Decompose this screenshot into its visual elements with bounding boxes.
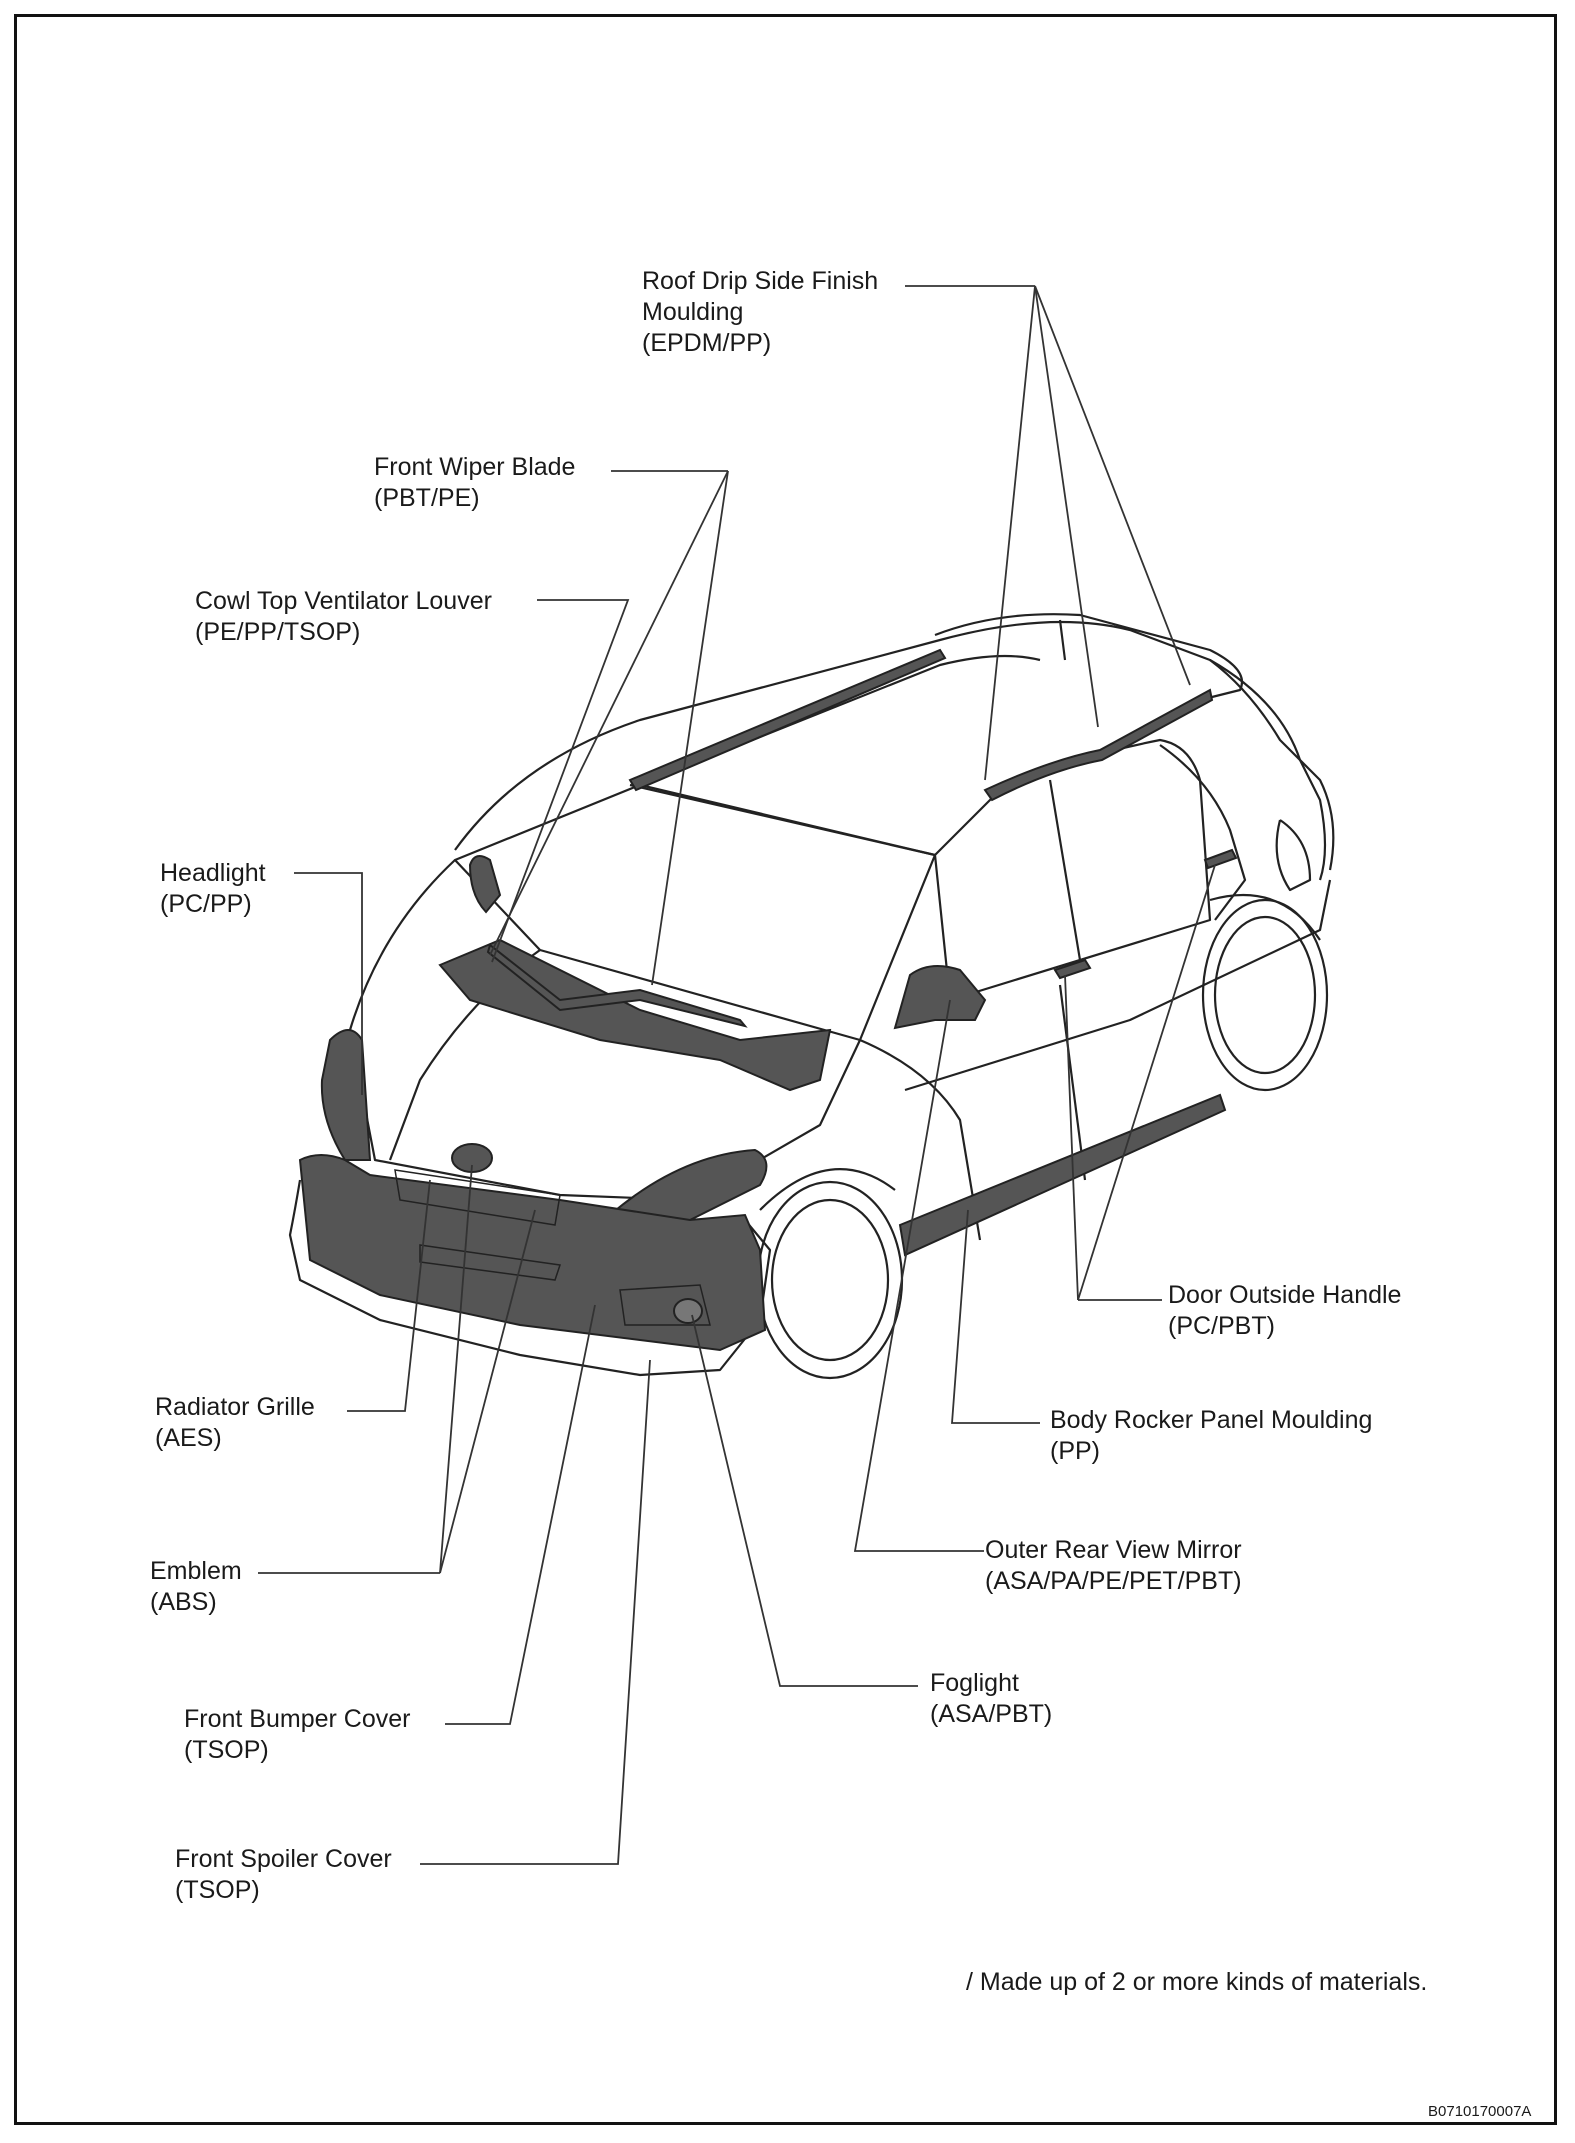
label-rocker: Body Rocker Panel Moulding (PP) <box>1050 1406 1373 1465</box>
label-radiator-grille: Radiator Grille (AES) <box>155 1393 315 1452</box>
label-spoiler: Front Spoiler Cover (TSOP) <box>175 1845 392 1904</box>
roof-drip-front <box>628 648 947 792</box>
mirror-right <box>893 965 987 1030</box>
wiper-blade <box>486 943 748 1028</box>
mirror-left <box>468 855 502 914</box>
label-bumper: Front Bumper Cover (TSOP) <box>184 1705 411 1764</box>
label-mirror: Outer Rear View Mirror (ASA/PA/PE/PET/PB… <box>985 1536 1242 1595</box>
label-emblem: Emblem (ABS) <box>150 1557 242 1616</box>
label-foglight: Foglight (ASA/PBT) <box>930 1669 1053 1728</box>
label-roof-drip: Roof Drip Side Finish Moulding (EPDM/PP) <box>642 267 879 357</box>
label-door-handle: Door Outside Handle (PC/PBT) <box>1168 1281 1402 1340</box>
cowl-louver <box>438 938 832 1092</box>
label-cowl: Cowl Top Ventilator Louver (PE/PP/TSOP) <box>195 587 492 646</box>
label-wiper: Front Wiper Blade (PBT/PE) <box>374 453 576 512</box>
foglight-shape <box>673 1298 703 1324</box>
figure-id: B0710170007A <box>1428 2103 1532 2120</box>
door-handle-front <box>1053 958 1092 980</box>
grille-detail <box>394 1169 711 1326</box>
door-handle-rear <box>1203 848 1238 870</box>
materials-note: / Made up of 2 or more kinds of material… <box>966 1968 1428 1996</box>
diagram-frame <box>14 14 1557 2125</box>
rocker-moulding <box>898 1093 1227 1257</box>
label-headlight: Headlight (PC/PP) <box>160 859 266 918</box>
roof-drip-rear <box>983 688 1214 802</box>
headlight-right <box>608 1148 768 1232</box>
leader-lines <box>258 285 1216 1865</box>
